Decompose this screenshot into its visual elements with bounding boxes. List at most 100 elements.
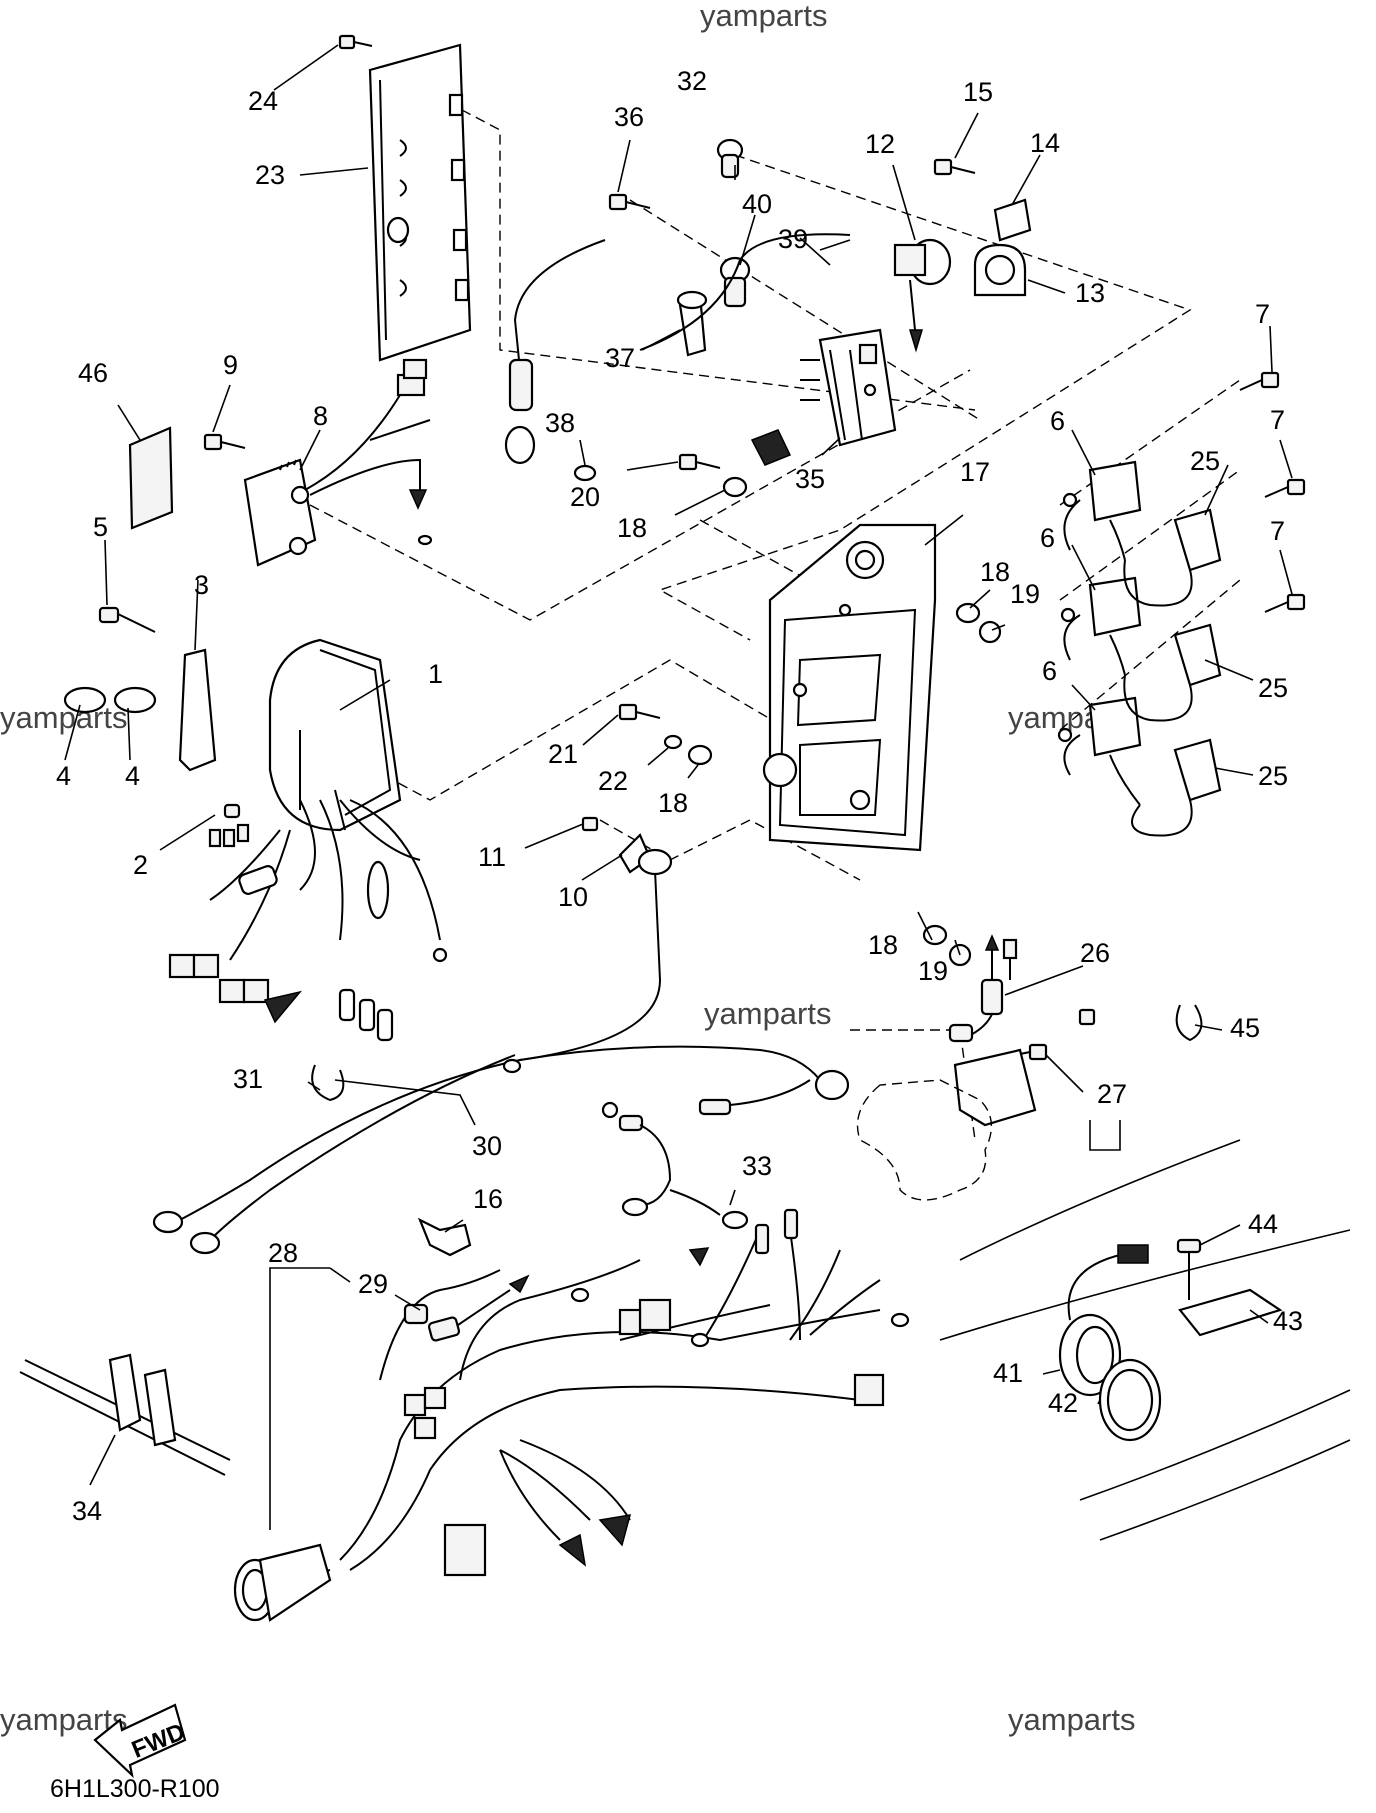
callout-17: 17 <box>960 457 990 487</box>
part-7-bolt <box>1239 371 1280 391</box>
callout-18: 18 <box>980 557 1010 587</box>
callout-46: 46 <box>78 358 108 388</box>
part-24-bolt <box>338 34 373 50</box>
part-19-collar <box>948 620 1002 967</box>
callout-38: 38 <box>545 408 575 438</box>
part-46-label <box>128 426 174 530</box>
part-38-washer <box>573 464 597 482</box>
part-33-ground-wire <box>601 1101 749 1230</box>
part-17-base-plate <box>762 523 937 852</box>
callout-27: 27 <box>1097 1079 1127 1109</box>
callout-24: 24 <box>248 86 278 116</box>
part-7-bolt <box>1264 478 1306 498</box>
callout-16: 16 <box>473 1184 503 1214</box>
callout-4: 4 <box>56 761 71 791</box>
part-31-clip <box>311 1064 345 1102</box>
callout-11: 11 <box>478 842 506 872</box>
part-13-holder <box>973 243 1027 297</box>
callout-10: 10 <box>558 882 588 912</box>
callout-7: 7 <box>1270 516 1285 546</box>
callout-2: 2 <box>133 850 148 880</box>
callout-25: 25 <box>1258 673 1288 703</box>
part-42-seal <box>1098 1358 1162 1442</box>
part-34-tie-strap <box>19 1353 231 1476</box>
callout-42: 42 <box>1048 1388 1078 1418</box>
callout-14: 14 <box>1030 128 1060 158</box>
callout-31: 31 <box>233 1064 263 1094</box>
callout-32: 32 <box>677 66 707 96</box>
part-3-bracket <box>178 648 217 772</box>
callout-5: 5 <box>93 512 108 542</box>
part-43-plate <box>1178 1288 1283 1337</box>
leader-lines <box>64 44 1293 1530</box>
part-25-plug-cap <box>1123 623 1222 722</box>
part-16-clamp <box>417 1217 472 1257</box>
part-40-cap <box>719 256 751 308</box>
callout-6: 6 <box>1040 523 1055 553</box>
part-1-cdi-unit <box>168 638 448 1042</box>
part-28-main-harness <box>233 1208 910 1622</box>
callout-12: 12 <box>865 129 895 159</box>
callout-21: 21 <box>548 739 578 769</box>
part-45-clip <box>1175 1004 1203 1042</box>
callout-13: 13 <box>1075 278 1105 308</box>
part-35-module <box>800 328 897 447</box>
part-21-bolt <box>618 703 661 721</box>
callout-30: 30 <box>472 1131 502 1161</box>
part-11-nut <box>581 816 599 832</box>
drawing-code: 6H1L300-R100 <box>50 1775 220 1803</box>
callout-9: 9 <box>223 350 238 380</box>
callout-41: 41 <box>993 1358 1023 1388</box>
part-5-bolt <box>98 606 156 633</box>
callout-25: 25 <box>1190 446 1220 476</box>
part-44-screw <box>1176 1238 1202 1300</box>
callout-37: 37 <box>605 343 635 373</box>
part-25-plug-cap <box>1131 738 1222 837</box>
callout-20: 20 <box>570 482 600 512</box>
part-26-sensor <box>948 934 1018 1043</box>
panel-outline <box>939 1120 1351 1541</box>
part-9-bolt <box>203 433 246 451</box>
callout-7: 7 <box>1255 299 1270 329</box>
callout-43: 43 <box>1273 1306 1303 1336</box>
part-25-plug-cap <box>1123 508 1222 607</box>
callout-33: 33 <box>742 1151 772 1181</box>
part-6-ignition-coil <box>1062 460 1142 561</box>
fwd-arrow: FWD <box>93 1703 189 1779</box>
callout-26: 26 <box>1080 938 1110 968</box>
part-6-ignition-coil <box>1060 576 1142 676</box>
part-18-grommet <box>687 476 981 946</box>
part-27-bracket <box>953 1048 1037 1127</box>
part-6-ignition-coil <box>1057 696 1142 806</box>
callout-6: 6 <box>1050 406 1065 436</box>
callout-7: 7 <box>1270 405 1285 435</box>
part-32-cap <box>716 138 744 179</box>
callout-15: 15 <box>963 77 993 107</box>
part-22-washer <box>663 734 683 750</box>
callout-39: 39 <box>778 224 808 254</box>
callout-44: 44 <box>1248 1209 1278 1239</box>
callout-25: 25 <box>1258 761 1288 791</box>
part-14-bracket <box>993 198 1032 242</box>
watermark: yamparts <box>700 0 827 33</box>
callout-4: 4 <box>125 761 140 791</box>
part-35-connector <box>750 429 792 466</box>
part-4-clamp <box>63 686 157 714</box>
part-callouts: 1 2 3 4 4 5 6 6 6 7 7 7 8 9 10 11 12 13 … <box>56 66 1303 1526</box>
watermark: yamparts <box>704 996 831 1031</box>
callout-29: 29 <box>358 1269 388 1299</box>
part-39-wire <box>504 233 851 465</box>
part-29-connector <box>403 1274 530 1342</box>
part-15-bolt <box>933 158 976 176</box>
callout-23: 23 <box>255 160 285 190</box>
callout-18: 18 <box>868 930 898 960</box>
callout-45: 45 <box>1230 1013 1260 1043</box>
callout-34: 34 <box>72 1496 102 1526</box>
callout-22: 22 <box>598 766 628 796</box>
part-2-cap <box>208 803 250 848</box>
engine-outline <box>856 1079 993 1201</box>
part-27-bolt <box>1009 1008 1096 1061</box>
callout-6: 6 <box>1042 656 1057 686</box>
callout-28: 28 <box>268 1238 298 1268</box>
